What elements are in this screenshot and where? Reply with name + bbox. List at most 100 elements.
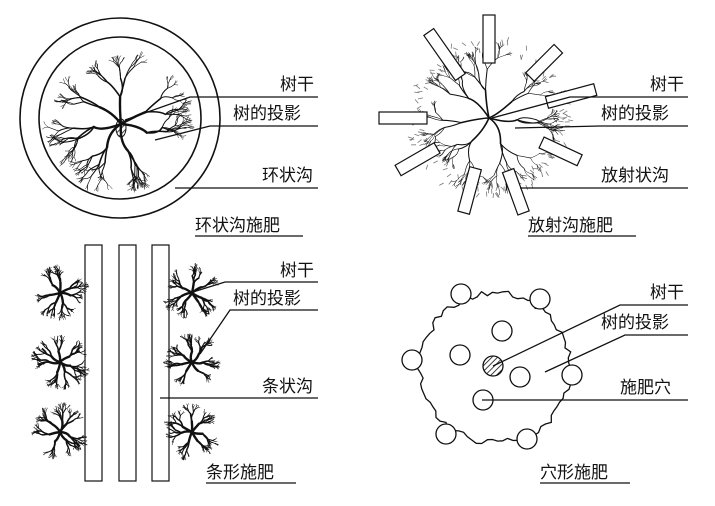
tree-branch <box>178 378 181 381</box>
tree-branch <box>210 339 213 343</box>
tree-branch <box>76 340 79 343</box>
canopy-edge-stroke <box>541 75 546 80</box>
tree-branch <box>471 117 490 142</box>
tree-branch <box>42 410 45 414</box>
tree-branch <box>536 119 551 125</box>
tree-branch <box>214 361 218 365</box>
tree-branch <box>190 269 194 272</box>
tree-branch <box>437 73 441 80</box>
tree-branch <box>506 185 508 194</box>
tree-branch <box>58 355 71 364</box>
tree-branch <box>74 166 79 172</box>
tree-branch <box>58 406 60 410</box>
tree-branch <box>482 176 489 182</box>
tree-branch <box>175 108 185 111</box>
tree-branch <box>174 119 178 126</box>
tree-branch <box>490 175 498 182</box>
tree-branch <box>63 336 66 339</box>
tree-branch <box>141 171 146 178</box>
canopy-edge-stroke <box>531 179 534 185</box>
tree-branch <box>174 379 177 381</box>
tree-branch <box>175 354 185 357</box>
tree-branch <box>53 408 56 411</box>
tree-branch <box>86 183 89 191</box>
tree-branch <box>181 287 194 295</box>
tree-branch <box>495 41 500 49</box>
tree-branch <box>431 116 444 121</box>
tree-branch <box>65 439 73 444</box>
tree-branch <box>55 339 57 343</box>
tree-branch <box>211 415 215 417</box>
tree-canopy <box>34 264 89 321</box>
tree-branch <box>172 414 177 418</box>
tree-branch <box>59 158 65 163</box>
tree-branch <box>478 73 487 91</box>
canopy-edge-stroke <box>552 113 558 118</box>
tree-branch <box>192 408 194 415</box>
fertilizer-hole <box>435 423 457 445</box>
tree-branch <box>54 118 58 122</box>
tree-branch <box>56 121 63 127</box>
tree-branch <box>432 81 440 88</box>
leader-line-projection <box>544 334 688 373</box>
tree-branch <box>64 151 71 162</box>
tree-branch <box>80 350 85 353</box>
tree-branch <box>488 100 513 119</box>
tree-branch <box>436 138 440 143</box>
tree-branch <box>207 380 210 383</box>
tree-branch <box>43 352 52 357</box>
tree-branch <box>173 275 177 279</box>
tree-branch <box>64 370 73 377</box>
tree-branch <box>212 421 215 424</box>
ring-trench-inner-circle <box>38 36 202 200</box>
tree-branch <box>443 122 462 129</box>
tree-branch <box>549 123 556 131</box>
tree-branch <box>146 173 149 178</box>
tree-branch <box>169 301 174 304</box>
tree-branch <box>200 284 208 289</box>
tree-trunk <box>115 118 127 138</box>
tree-branch <box>137 183 139 190</box>
tree-branch <box>529 81 535 86</box>
tree-branch <box>57 411 60 417</box>
tree-branch <box>33 431 37 433</box>
tree-branch <box>196 268 199 270</box>
tree-branch <box>64 378 69 384</box>
tree-branch <box>163 301 167 303</box>
tree-branch <box>75 171 81 176</box>
leader-line-projection <box>514 125 688 129</box>
tree-branch <box>53 266 56 269</box>
canopy-edge-stroke <box>433 160 438 164</box>
canopy-edge-stroke <box>425 164 429 170</box>
tree-branch <box>78 342 81 346</box>
tree-branch <box>443 148 448 154</box>
tree-branch <box>169 349 173 354</box>
tree-branch <box>42 361 51 365</box>
tree-branch <box>52 120 57 123</box>
tree-branch <box>166 354 169 357</box>
tree-branch <box>52 134 56 140</box>
tree-branch <box>138 176 145 184</box>
canopy-edge-stroke <box>410 136 415 142</box>
tree-branch <box>67 382 69 387</box>
tree-branch <box>186 124 194 128</box>
radial-trench <box>482 14 496 64</box>
tree-branch <box>179 451 183 454</box>
tree-branch <box>200 307 205 312</box>
canopy-edge-stroke <box>490 183 493 189</box>
tree-branch <box>555 116 561 118</box>
tree-branch <box>48 126 59 132</box>
tree-branch <box>79 344 83 347</box>
tree-branch <box>538 153 546 155</box>
tree-branch <box>184 407 188 411</box>
tree-branch <box>126 149 136 166</box>
tree-branch <box>168 111 172 119</box>
tree-branch <box>108 59 115 63</box>
tree-branch <box>489 174 495 181</box>
tree-branch <box>442 119 462 124</box>
tree-branch <box>55 344 60 353</box>
tree-branch <box>197 370 205 375</box>
radial-trench <box>501 167 530 216</box>
tree-branch <box>76 286 83 290</box>
tree-branch <box>167 303 171 305</box>
